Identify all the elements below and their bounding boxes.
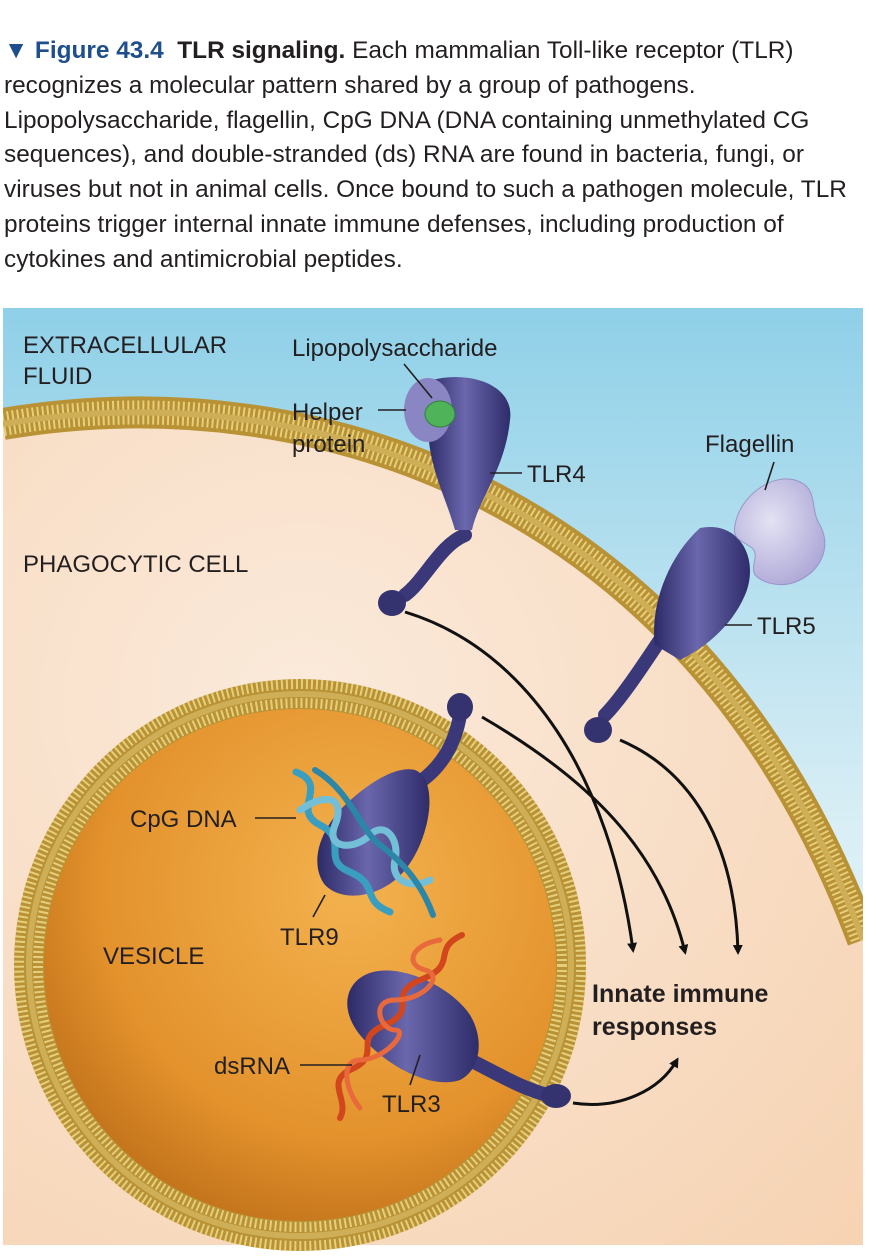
arrow-tlr3 — [572, 1057, 679, 1106]
dsrna-helix — [335, 932, 465, 1121]
cpg-dna-label: CpG DNA — [130, 806, 237, 833]
arrow-tlr4 — [404, 610, 638, 953]
tlr9-label: TLR9 — [280, 924, 339, 951]
lipopolysaccharide-label: Lipopolysaccharide — [292, 335, 497, 362]
vesicle — [14, 679, 586, 1251]
innate-immune-responses-line2: responses — [592, 1013, 717, 1041]
arrow-tlr9 — [481, 715, 689, 955]
flagellin-molecule — [733, 478, 826, 586]
tlr4-receptor — [378, 376, 511, 616]
extracellular-fluid-label-line2: FLUID — [23, 363, 92, 390]
flagellin-label: Flagellin — [705, 431, 794, 458]
helper-protein-label-line1: Helper — [292, 399, 363, 426]
vesicle-label: VESICLE — [103, 943, 204, 970]
caption-figure-label: ▼ Figure 43.4 — [4, 37, 164, 64]
arrow-tlr5 — [619, 738, 743, 955]
helper-protein-label-line2: protein — [292, 431, 365, 458]
cpg-dna-helix — [292, 767, 436, 918]
tlr5-label: TLR5 — [757, 613, 816, 640]
tlr3-label: TLR3 — [382, 1091, 441, 1118]
tlr5-receptor — [584, 478, 826, 743]
tlr4-label: TLR4 — [527, 461, 586, 488]
figure-caption: ▼ Figure 43.4 TLR signaling. Each mammal… — [4, 34, 880, 278]
innate-immune-responses-line1: Innate immune — [592, 980, 769, 1008]
extracellular-fluid-label-line1: EXTRACELLULAR — [23, 332, 227, 359]
vesicle-lumen — [44, 709, 556, 1221]
phagocytic-cell-label: PHAGOCYTIC CELL — [23, 551, 248, 578]
caption-body: Each mammalian Toll-like receptor (TLR) … — [4, 37, 847, 273]
caption-title: TLR signaling. — [177, 37, 346, 64]
lipopolysaccharide-molecule — [424, 400, 456, 428]
dsrna-label: dsRNA — [214, 1053, 290, 1080]
signaling-arrows — [404, 610, 743, 1106]
